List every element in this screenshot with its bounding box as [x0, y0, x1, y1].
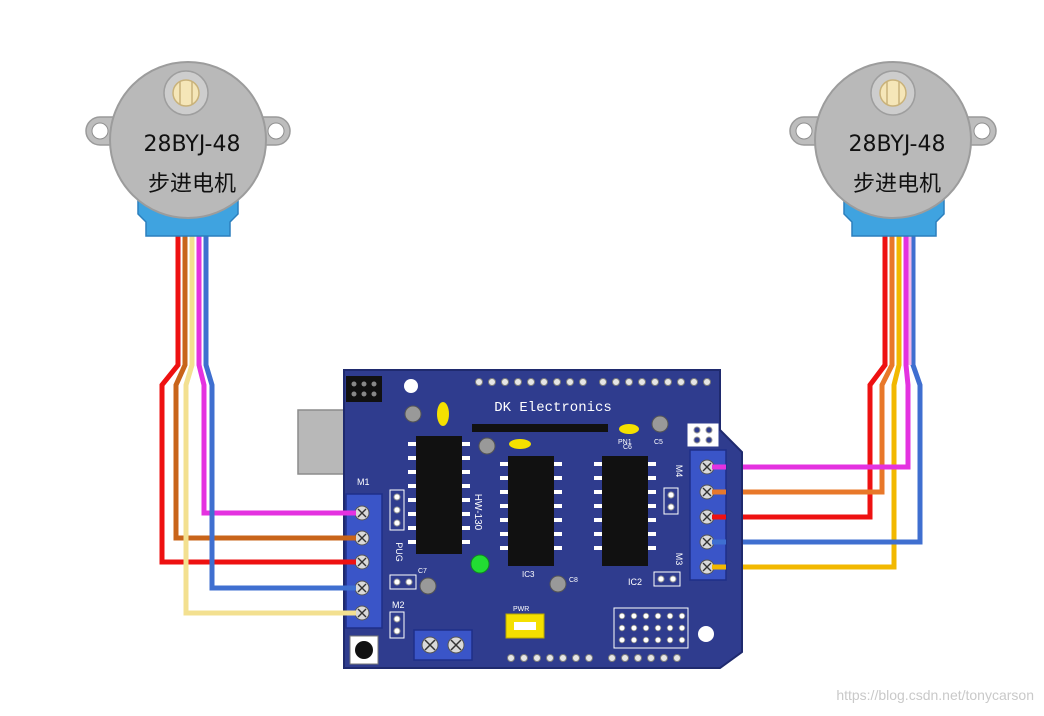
capacitor-c6 [619, 424, 639, 434]
capacitor-c5 [651, 415, 669, 433]
watermark: https://blog.csdn.net/tonycarson [836, 687, 1034, 703]
label-m2: M2 [392, 600, 405, 610]
usb-connector [297, 409, 349, 475]
label-m3: M3 [674, 553, 684, 566]
motor-left-ribbon [159, 230, 360, 616]
label-c7: C7 [418, 568, 427, 575]
motor-shield-board: DK Electronics PN1 C6 C5 C7 C8 [297, 369, 743, 669]
motor-right-name: 步进电机 [853, 172, 941, 197]
label-c5: C5 [654, 439, 663, 446]
pn1-strip [472, 424, 608, 432]
label-pn1: PN1 [618, 439, 632, 446]
capacitor-grey [404, 405, 422, 423]
label-c6: C6 [623, 444, 632, 451]
ic-ic3 [500, 456, 562, 566]
top-pin-header [475, 378, 711, 386]
capacitor-c7 [419, 577, 437, 595]
wire-ends-right [712, 464, 726, 570]
power-led [470, 554, 490, 574]
label-m4: M4 [674, 465, 684, 478]
motor-left-name: 步进电机 [148, 172, 236, 197]
icsp-header [346, 376, 382, 402]
label-ic2: IC2 [628, 577, 642, 587]
capacitor-yellow [437, 402, 449, 426]
motor-left-shaft [163, 70, 209, 116]
capacitor-yellow [509, 439, 531, 449]
label-ic3: IC3 [522, 570, 535, 579]
capacitor-c8 [549, 575, 567, 593]
label-m1: M1 [357, 477, 370, 487]
wire-ends-left [340, 510, 356, 616]
stepper-motor-right: 28BYJ-48 步进电机 [706, 61, 997, 570]
stepper-motor-left: 28BYJ-48 步进电机 [85, 61, 360, 616]
ic-left [408, 436, 470, 554]
motor-right-model: 28BYJ-48 [849, 132, 946, 157]
mount-hole [698, 626, 714, 642]
capacitor-grey [478, 437, 496, 455]
label-c8: C8 [569, 577, 578, 584]
power-terminal [413, 629, 473, 661]
board-brand: DK Electronics [494, 400, 612, 416]
motor-left-model: 28BYJ-48 [144, 132, 241, 157]
motor-left-body [109, 61, 267, 219]
board-model: HW-130 [472, 494, 483, 531]
analog-pin-grid [613, 607, 689, 649]
label-pug: PUG [394, 542, 404, 562]
mount-hole [404, 379, 418, 393]
motor-right-body [814, 61, 972, 219]
reset-button [349, 635, 379, 665]
bottom-pin-header [507, 654, 681, 662]
label-pwr: PWR [513, 606, 529, 613]
pwr-jumper [505, 613, 545, 639]
motor-right-shaft [870, 70, 916, 116]
motor-right-ribbon [706, 230, 923, 570]
jumper-pins [389, 423, 719, 639]
ic-ic2 [594, 456, 656, 566]
